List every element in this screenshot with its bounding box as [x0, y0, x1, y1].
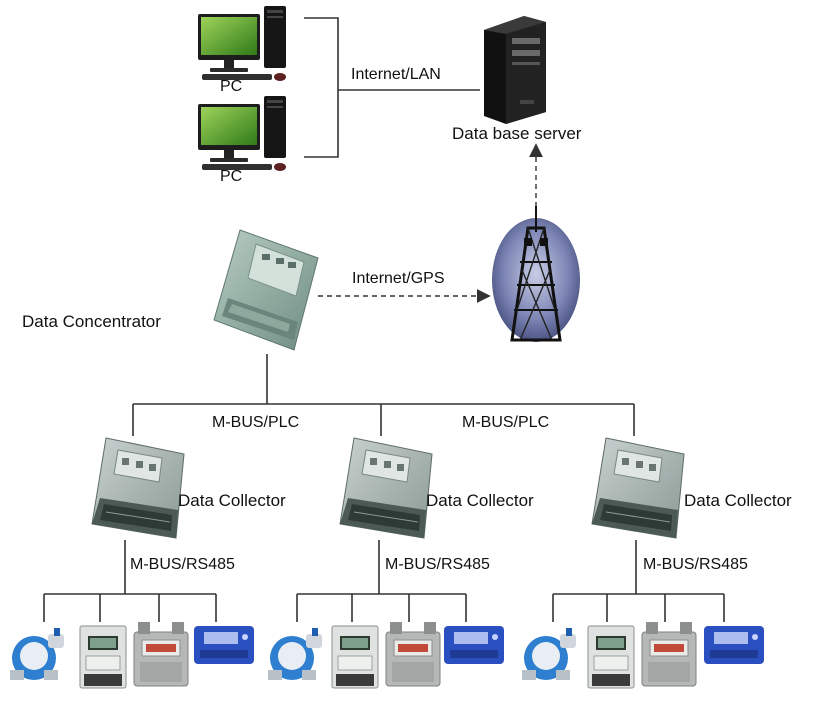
data-concentrator-label: Data Concentrator: [22, 312, 161, 331]
heat-meter-icon: [444, 626, 504, 664]
data-collector-label-2: Data Collector: [426, 491, 534, 510]
rs485-bus-1: [43, 540, 217, 622]
electric-meter-icon: [79, 625, 127, 689]
mbus-plc-label-left: M-BUS/PLC: [212, 414, 300, 431]
water-meter-icon: [268, 628, 322, 680]
electric-meter-icon: [587, 625, 635, 689]
internet-lan-label: Internet/LAN: [351, 66, 441, 83]
rs485-label-2: M-BUS/RS485: [385, 556, 490, 573]
pc-icon: [198, 96, 286, 171]
data-collector-label-3: Data Collector: [684, 491, 792, 510]
mbus-plc-label-right: M-BUS/PLC: [462, 414, 550, 431]
data-collector-label-1: Data Collector: [178, 491, 286, 510]
gas-meter-icon: [133, 621, 189, 687]
gps-tower-icon: [492, 206, 580, 342]
pc-label-top: PC: [220, 78, 243, 95]
data-concentrator-icon: [213, 229, 319, 351]
water-meter-icon: [522, 628, 576, 680]
heat-meter-icon: [704, 626, 764, 664]
server-icon: [484, 16, 546, 124]
lan-connector: [304, 17, 480, 158]
rs485-bus-3: [552, 540, 725, 622]
data-collector-icon: [91, 437, 185, 539]
water-meter-icon: [10, 628, 64, 680]
data-collector-icon: [339, 437, 433, 539]
rs485-label-1: M-BUS/RS485: [130, 556, 235, 573]
mbus-plc-bus: [132, 354, 635, 436]
pc-label-bottom: PC: [220, 168, 243, 185]
rs485-label-3: M-BUS/RS485: [643, 556, 748, 573]
electric-meter-icon: [331, 625, 379, 689]
gas-meter-icon: [641, 621, 697, 687]
gas-meter-icon: [385, 621, 441, 687]
db-server-label: Data base server: [452, 124, 582, 143]
heat-meter-icon: [194, 626, 254, 664]
pc-icon: [198, 6, 286, 81]
internet-gps-label: Internet/GPS: [352, 270, 445, 287]
data-collector-icon: [591, 437, 685, 539]
rs485-bus-2: [296, 540, 467, 622]
